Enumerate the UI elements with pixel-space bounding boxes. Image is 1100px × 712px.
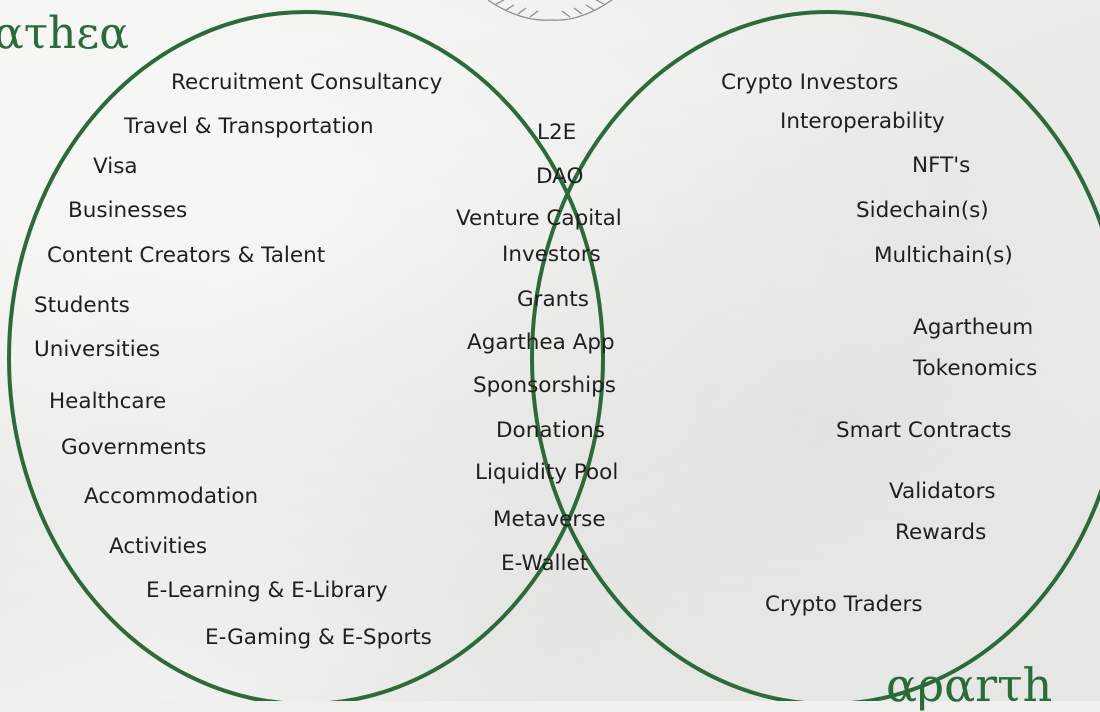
right-item-smart-contracts: Smart Contracts bbox=[836, 418, 1012, 443]
brand-logo-bottom-right: αραrτh bbox=[886, 658, 1053, 712]
left-item-visa: Visa bbox=[93, 154, 138, 179]
middle-item-investors: Investors bbox=[502, 242, 601, 267]
middle-item-l2e: L2E bbox=[537, 120, 577, 145]
left-item-healthcare: Healthcare bbox=[49, 389, 167, 414]
middle-item-venture-capital: Venture Capital bbox=[456, 206, 622, 231]
left-item-e-gaming: E-Gaming & E-Sports bbox=[205, 625, 432, 650]
right-item-crypto-traders: Crypto Traders bbox=[765, 592, 923, 617]
left-item-students: Students bbox=[34, 293, 130, 318]
left-item-accommodation: Accommodation bbox=[84, 484, 259, 509]
left-item-recruitment-consultancy: Recruitment Consultancy bbox=[171, 70, 443, 95]
right-item-multichains: Multichain(s) bbox=[874, 243, 1013, 268]
middle-item-agarthea-app: Agarthea App bbox=[467, 330, 615, 355]
middle-item-grants: Grants bbox=[517, 287, 589, 312]
middle-item-donations: Donations bbox=[496, 418, 605, 443]
brand-logo-top-left: ατhεα bbox=[0, 8, 129, 59]
middle-item-dao: DAO bbox=[536, 164, 584, 189]
right-item-agartheum: Agartheum bbox=[913, 315, 1034, 340]
right-item-interoperability: Interoperability bbox=[780, 109, 945, 134]
left-item-content-creators: Content Creators & Talent bbox=[47, 243, 326, 268]
left-item-governments: Governments bbox=[61, 435, 207, 460]
middle-item-sponsorships: Sponsorships bbox=[473, 373, 616, 398]
right-item-tokenomics: Tokenomics bbox=[913, 356, 1038, 381]
left-circle bbox=[7, 10, 605, 701]
right-item-rewards: Rewards bbox=[895, 520, 987, 545]
left-item-travel-transportation: Travel & Transportation bbox=[124, 114, 374, 139]
middle-item-metaverse: Metaverse bbox=[493, 507, 606, 532]
middle-item-e-wallet: E-Wallet bbox=[501, 551, 589, 576]
left-item-activities: Activities bbox=[109, 534, 208, 559]
left-item-e-learning: E-Learning & E-Library bbox=[146, 578, 388, 603]
right-item-validators: Validators bbox=[889, 479, 996, 504]
right-circle bbox=[530, 10, 1100, 701]
laurel-emblem-icon bbox=[487, 0, 613, 21]
middle-item-liquidity-pool: Liquidity Pool bbox=[475, 460, 619, 485]
left-item-businesses: Businesses bbox=[68, 198, 188, 223]
right-item-crypto-investors: Crypto Investors bbox=[721, 70, 899, 95]
right-item-nfts: NFT's bbox=[912, 153, 971, 178]
right-item-sidechains: Sidechain(s) bbox=[856, 198, 989, 223]
left-item-universities: Universities bbox=[34, 337, 161, 362]
